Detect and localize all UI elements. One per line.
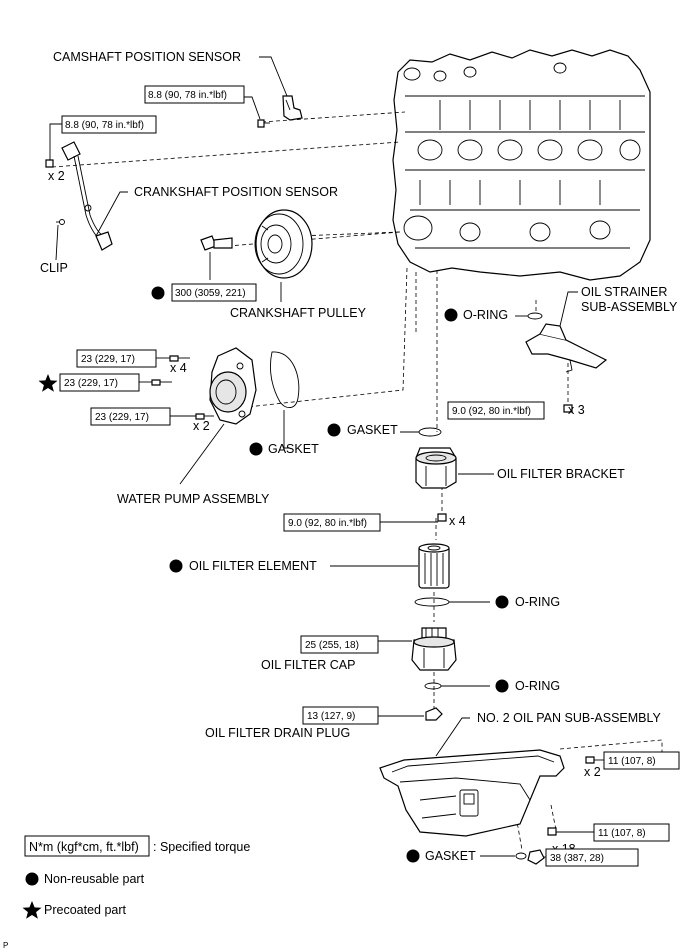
crankshaft-sensor-label: CRANKSHAFT POSITION SENSOR	[134, 185, 338, 199]
oil-strainer-assembly	[525, 323, 608, 373]
water-pump-assembly	[209, 347, 257, 425]
assembly-lines	[51, 111, 663, 851]
legend-torque-desc: : Specified torque	[153, 840, 250, 854]
legend-torque-box	[24, 835, 150, 857]
pan-drain-plug	[527, 849, 545, 865]
strainer-bolt	[563, 404, 573, 413]
crank-sensor-qty: x 2	[48, 169, 65, 183]
non-reusable-icon	[406, 849, 420, 863]
water-pump-torque-b: 23 (229, 17)	[64, 378, 118, 389]
oil-pan-torque-a: 11 (107, 8)	[608, 756, 656, 767]
water-pump-torque-c: 23 (229, 17)	[95, 412, 149, 423]
oil-filter-cap	[411, 627, 457, 671]
legend-precoated-label: Precoated part	[44, 903, 127, 917]
crank-sensor-torque-box	[61, 115, 157, 134]
gasket-pump-label: GASKET	[268, 442, 319, 456]
crank-pulley-torque-value: 300 (3059, 221)	[175, 288, 246, 299]
water-pump-torque-a: 23 (229, 17)	[81, 354, 135, 365]
camshaft-sensor-bolt	[257, 119, 270, 128]
precoated-star-icon	[38, 374, 58, 392]
oil-pan	[379, 749, 565, 837]
drain-plug-torque-box	[302, 706, 379, 725]
pan-drain-torque-box	[545, 848, 639, 867]
bracket-qty: x 4	[449, 514, 466, 528]
non-reusable-icon	[495, 595, 509, 609]
oring-cap-label: O-RING	[515, 679, 560, 693]
oil-filter-bracket-label: OIL FILTER BRACKET	[497, 467, 625, 481]
oil-pan-label: NO. 2 OIL PAN SUB-ASSEMBLY	[477, 711, 662, 725]
oil-strainer-qty: x 3	[568, 403, 585, 417]
oil-filter-element-label: OIL FILTER ELEMENT	[189, 559, 317, 573]
oil-pan-torque-box-a	[603, 751, 680, 770]
cap-oring	[424, 682, 442, 690]
gasket-pan-label: GASKET	[425, 849, 476, 863]
bracket-torque-value: 9.0 (92, 80 in.*lbf)	[288, 518, 367, 529]
oil-filter-cap-torque-box	[300, 635, 379, 654]
crank-pulley-torque-box	[171, 283, 257, 302]
water-pump-qty-a: x 4	[170, 361, 187, 375]
water-pump-qty-c: x 2	[193, 419, 210, 433]
camshaft-torque-value: 8.8 (90, 78 in.*lbf)	[148, 90, 227, 101]
camshaft-sensor-label: CAMSHAFT POSITION SENSOR	[53, 50, 241, 64]
legend: N*m (kgf*cm, ft.*lbf) : Specified torque…	[22, 835, 250, 919]
water-pump-torque-box-a	[76, 349, 157, 368]
camshaft-position-sensor	[282, 95, 303, 121]
water-pump-label: WATER PUMP ASSEMBLY	[117, 492, 270, 506]
oil-strainer-label-2: SUB-ASSEMBLY	[581, 300, 678, 314]
oil-strainer-torque-value: 9.0 (92, 80 in.*lbf)	[452, 406, 531, 417]
clip-label: CLIP	[40, 261, 68, 275]
engine-block	[392, 49, 651, 281]
oring-element-label: O-RING	[515, 595, 560, 609]
oil-pan-torque-box-b	[593, 823, 670, 842]
oil-filter-bracket	[415, 447, 457, 489]
non-reusable-icon	[444, 308, 458, 322]
oil-pan-torque-b: 11 (107, 8)	[598, 828, 646, 839]
oil-filter-cap-label: OIL FILTER CAP	[261, 658, 355, 672]
non-reusable-icon	[151, 286, 165, 300]
water-pump-gasket	[269, 351, 300, 408]
bracket-gasket	[418, 427, 442, 437]
strainer-oring	[527, 312, 543, 320]
legend-non-reusable-label: Non-reusable part	[44, 872, 145, 886]
clip-part	[56, 219, 65, 225]
oring-strainer-label: O-RING	[463, 308, 508, 322]
oil-strainer-label-1: OIL STRAINER	[581, 285, 667, 299]
oil-filter-element	[418, 543, 450, 589]
non-reusable-icon	[169, 559, 183, 573]
non-reusable-icon	[249, 442, 263, 456]
drain-plug-torque-value: 13 (127, 9)	[307, 711, 355, 722]
crank-sensor-torque-value: 8.8 (90, 78 in.*lbf)	[65, 120, 144, 131]
bracket-bolt	[437, 513, 447, 522]
element-oring	[414, 597, 450, 607]
bracket-torque-box	[283, 513, 381, 532]
corner-mark: P	[3, 941, 8, 950]
legend-torque-unit: N*m (kgf*cm, ft.*lbf)	[29, 840, 139, 854]
pan-drain-torque-value: 38 (387, 28)	[550, 853, 604, 864]
legend-star-icon	[22, 901, 42, 919]
crankshaft-position-sensor	[61, 141, 113, 251]
non-reusable-icon	[495, 679, 509, 693]
crankshaft-pulley-label: CRANKSHAFT PULLEY	[230, 306, 367, 320]
pan-gasket	[515, 852, 527, 860]
water-pump-torque-box-c	[90, 407, 171, 426]
oil-strainer-torque-box	[447, 401, 545, 420]
oil-pan-bolts	[547, 756, 595, 836]
oil-filter-drain-plug-label: OIL FILTER DRAIN PLUG	[205, 726, 350, 740]
crank-pulley-bolt	[200, 235, 233, 251]
gasket-bracket-label: GASKET	[347, 423, 398, 437]
crankshaft-pulley	[254, 209, 313, 279]
camshaft-torque-box	[144, 85, 245, 104]
oil-filter-drain-plug-part	[425, 707, 443, 721]
crank-sensor-bolt	[45, 159, 54, 168]
legend-non-reusable-icon	[25, 872, 39, 886]
water-pump-torque-box-b	[59, 373, 140, 392]
oil-filter-cap-torque-value: 25 (255, 18)	[305, 640, 359, 651]
oil-pan-qty-a: x 2	[584, 765, 601, 779]
non-reusable-icon	[327, 423, 341, 437]
water-pump-bolts	[151, 355, 214, 420]
